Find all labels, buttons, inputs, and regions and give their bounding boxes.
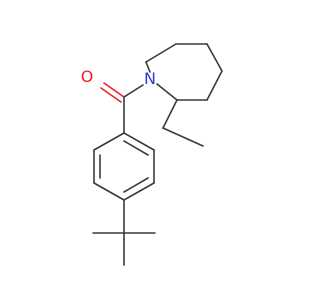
structure-canvas: O N [80, 43, 223, 266]
bond-benzene-4 [93, 182, 125, 201]
bond-ring-c4-c3 [206, 43, 223, 72]
bond-benzene-inner-2 [123, 177, 149, 193]
bond-ethyl-2 [162, 127, 204, 147]
bond-ring-c6-c5 [145, 43, 177, 63]
bond-ring-c1-n [156, 83, 178, 101]
bond-carbonyl-o-1 [103, 82, 125, 98]
bond-benzene-3 [123, 182, 155, 201]
bond-benzene-1 [123, 132, 155, 151]
bond-carbonyl-n [123, 84, 144, 98]
bond-n-c6 [145, 61, 151, 73]
bond-ring-c3-c2 [206, 70, 223, 101]
bond-ethyl-1 [162, 99, 178, 129]
bond-carbonyl-o-2 [100, 87, 122, 103]
oxygen-atom-label: O [81, 67, 94, 86]
bond-benzene-inner-1 [123, 140, 149, 156]
bond-benzene-6 [93, 132, 125, 151]
molecule-drawing: O N [81, 43, 223, 266]
nitrogen-atom-label: N [144, 69, 156, 88]
